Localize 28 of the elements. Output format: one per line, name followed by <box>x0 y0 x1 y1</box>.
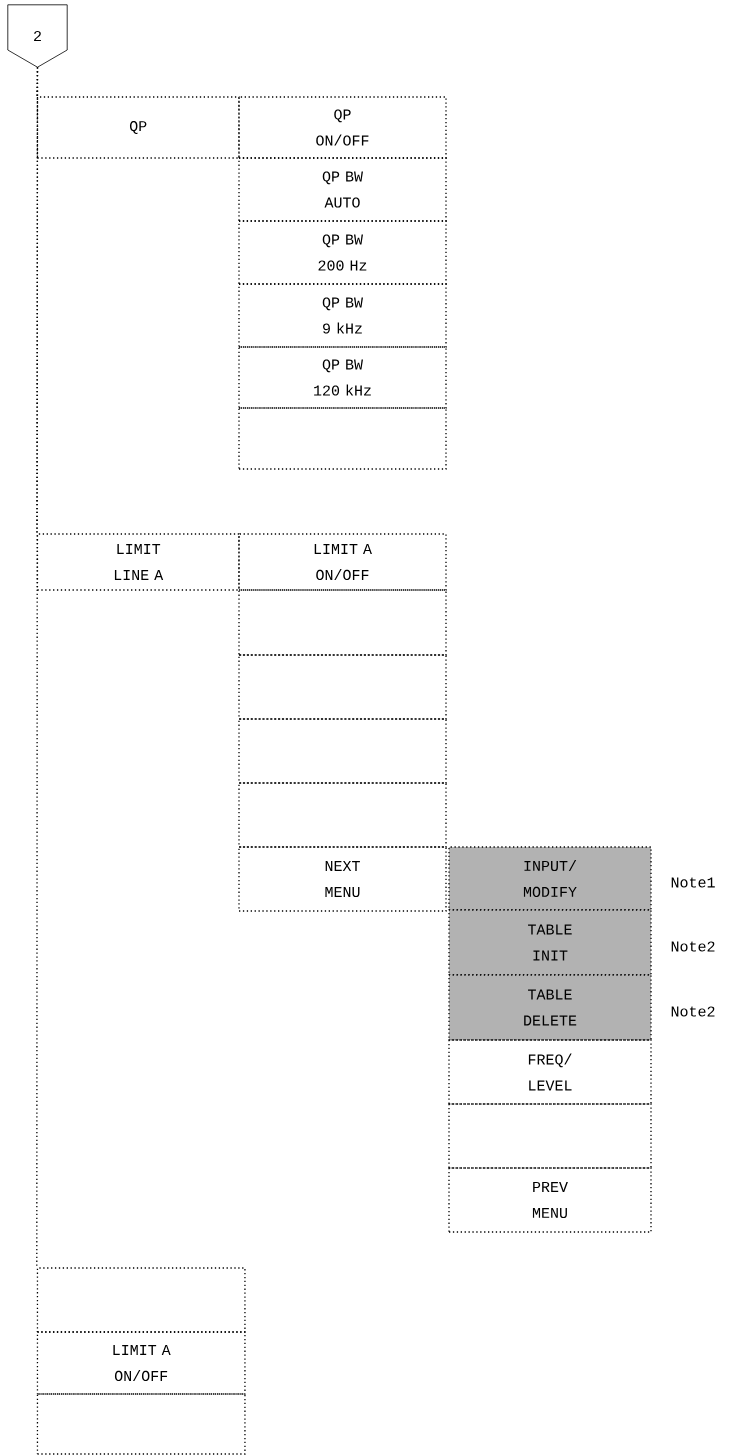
menu-key-box: LIMIT LINE A <box>36 533 240 591</box>
menu-key-box: FREQ/ LEVEL <box>448 1039 652 1105</box>
shaded-key-box: INPUT/ MODIFY <box>448 846 652 911</box>
menu-key-box: LIMIT A ON/OFF <box>36 1331 246 1395</box>
menu-key-box: NEXT MENU <box>238 846 447 912</box>
menu-key-box: QP BW 9 kHz <box>238 283 447 348</box>
menu-key-box: QP BW AUTO <box>238 157 447 222</box>
note-label: Note2 <box>671 1006 715 1017</box>
shaded-key-box: TABLE INIT <box>448 909 652 976</box>
menu-key-box: QP BW 120 kHz <box>238 346 447 409</box>
menu-key-box: QP <box>36 96 240 159</box>
empty-key-box <box>238 589 447 656</box>
empty-key-box <box>238 407 447 470</box>
empty-key-box <box>36 1393 246 1455</box>
menu-key-box: LIMIT A ON/OFF <box>238 533 447 591</box>
off-page-connector: 2 <box>7 4 68 68</box>
shaded-key-box: TABLE DELETE <box>448 974 652 1041</box>
empty-key-box <box>238 718 447 784</box>
empty-key-box <box>448 1103 652 1169</box>
note-label: Note1 <box>671 877 715 888</box>
empty-key-box <box>238 782 447 848</box>
empty-key-box <box>36 1267 246 1333</box>
menu-key-box: QP BW 200 Hz <box>238 220 447 285</box>
note-label: Note2 <box>671 941 715 952</box>
menu-key-box: QP ON/OFF <box>238 96 447 159</box>
empty-key-box <box>238 654 447 720</box>
connector-line <box>36 66 39 1268</box>
menu-key-box: PREV MENU <box>448 1167 652 1233</box>
